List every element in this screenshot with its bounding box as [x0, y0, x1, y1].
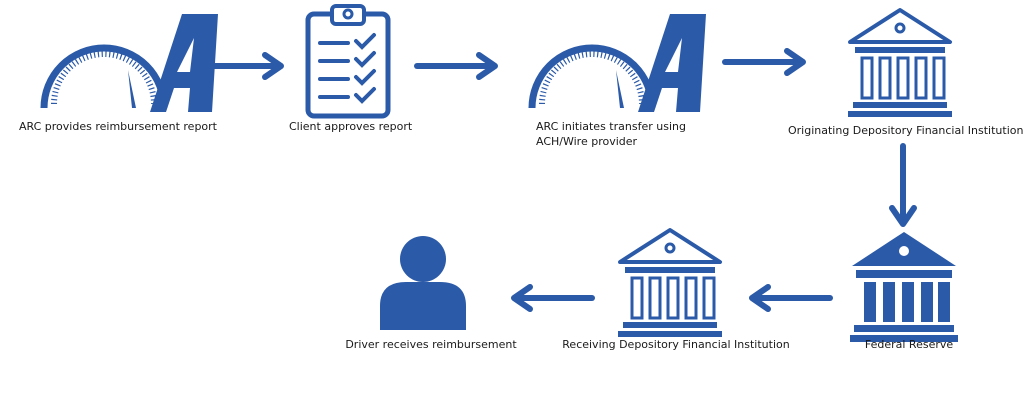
arrow-right-3 — [725, 51, 803, 73]
arrow-left-1 — [752, 287, 830, 309]
step-label-client: Client approves report — [289, 120, 413, 133]
step-label-arc-transfer-line1: ARC initiates transfer using — [536, 120, 686, 133]
arrow-left-2 — [514, 287, 592, 309]
arc-speedometer-logo-icon-2 — [532, 14, 706, 112]
step-label-rdfi: Receiving Depository Financial Instituti… — [562, 338, 790, 351]
step-label-driver: Driver receives reimbursement — [345, 338, 517, 351]
step-label-arc-report: ARC provides reimbursement report — [19, 120, 217, 133]
bank-solid-icon-federal-reserve — [850, 232, 958, 342]
arrow-right-2 — [417, 55, 495, 77]
arc-speedometer-logo-icon — [44, 14, 218, 112]
step-label-arc-transfer-line2: ACH/Wire provider — [536, 135, 638, 148]
clipboard-checklist-icon — [305, 4, 391, 119]
step-label-odfi: Originating Depository Financial Institu… — [788, 124, 1024, 137]
step-label-federal-reserve: Federal Reserve — [864, 338, 954, 351]
bank-outline-icon-odfi — [846, 8, 954, 119]
arrow-down — [892, 146, 914, 224]
bank-outline-icon-rdfi — [616, 228, 724, 339]
person-icon — [380, 236, 466, 330]
